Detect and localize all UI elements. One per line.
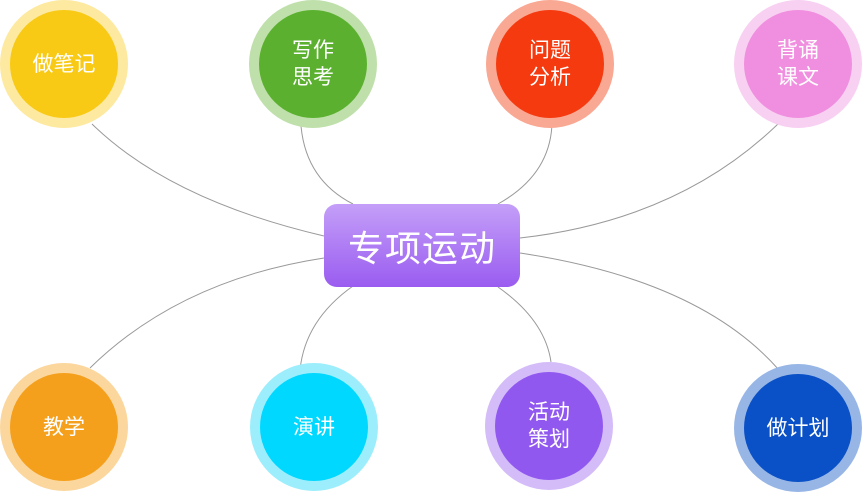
node-notes[interactable]: 做笔记 — [0, 0, 128, 128]
node-writing-inner: 写作思考 — [259, 10, 367, 118]
node-label: 做笔记 — [32, 51, 96, 76]
node-label: 问题分析 — [529, 38, 571, 89]
node-recite-inner: 背诵课文 — [744, 10, 852, 118]
node-writing[interactable]: 写作思考 — [249, 0, 377, 128]
node-label: 写作思考 — [292, 38, 334, 89]
link-analysis — [497, 123, 553, 205]
node-teaching-inner: 教学 — [10, 373, 118, 481]
link-plan — [519, 252, 780, 371]
link-speech — [299, 285, 354, 371]
node-make-plan-inner: 做计划 — [744, 374, 852, 482]
node-label: 背诵课文 — [777, 38, 819, 89]
node-analysis[interactable]: 问题分析 — [486, 0, 614, 128]
link-notes — [91, 123, 325, 237]
node-activity-planning[interactable]: 活动策划 — [485, 362, 613, 490]
node-analysis-inner: 问题分析 — [496, 10, 604, 118]
node-label: 教学 — [43, 414, 85, 439]
link-recite — [519, 121, 781, 239]
node-label: 活动策划 — [528, 400, 570, 451]
node-make-plan[interactable]: 做计划 — [734, 364, 862, 492]
node-speech-inner: 演讲 — [260, 373, 368, 481]
node-recite[interactable]: 背诵课文 — [734, 0, 862, 128]
node-label: 演讲 — [293, 414, 335, 439]
center-topic[interactable]: 专项运动 — [324, 204, 520, 287]
node-activity-planning-inner: 活动策划 — [495, 372, 603, 480]
node-notes-inner: 做笔记 — [10, 10, 118, 118]
node-speech[interactable]: 演讲 — [250, 363, 378, 491]
node-label: 做计划 — [766, 415, 830, 440]
node-teaching[interactable]: 教学 — [0, 363, 128, 491]
link-planning-activity — [497, 286, 552, 363]
link-writing — [300, 125, 354, 205]
link-teaching — [89, 257, 325, 369]
center-topic-label: 专项运动 — [347, 228, 496, 270]
